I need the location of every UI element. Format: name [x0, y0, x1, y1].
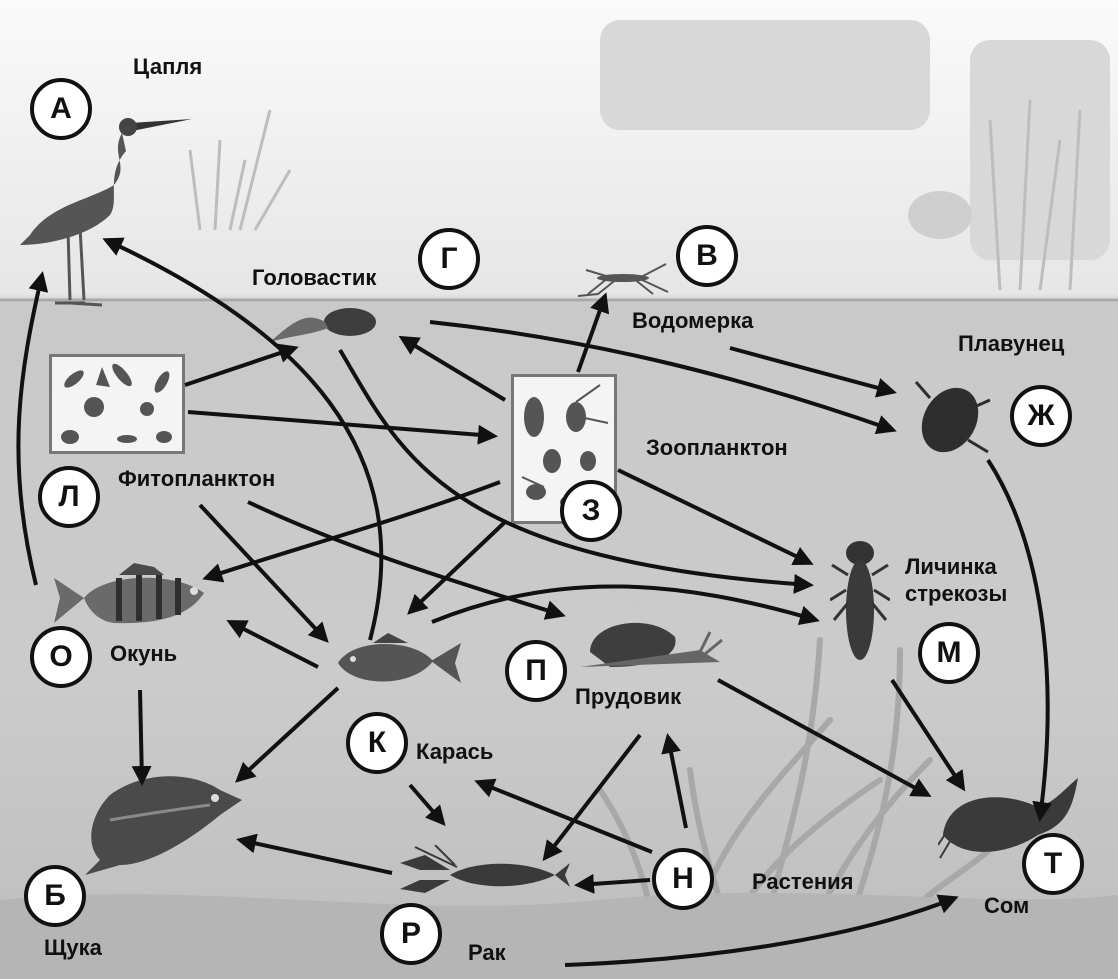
arrow-phytoplankton-to-tadpole [185, 348, 295, 385]
label-pond-snail: Прудовик [575, 683, 681, 710]
label-crayfish: Рак [468, 939, 506, 966]
letter-circle-n: Н [652, 848, 714, 910]
arrow-snail-to-catfish [718, 680, 928, 795]
arrow-diving-beetle-to-catfish [988, 460, 1048, 818]
label-plants: Растения [752, 868, 854, 895]
arrow-tadpole-to-diving-beetle [430, 322, 893, 430]
letter-circle-m: М [918, 622, 980, 684]
label-zooplankton: Зоопланктон [646, 434, 788, 461]
label-pike: Щука [44, 934, 102, 961]
arrow-zooplankton-to-tadpole [402, 338, 505, 400]
arrow-crucian-to-heron [106, 240, 381, 640]
arrow-perch-to-heron [18, 275, 42, 585]
label-dragonfly-larva: Личинка стрекозы [905, 553, 1030, 607]
label-catfish: Сом [984, 892, 1029, 919]
label-heron: Цапля [133, 53, 202, 80]
letter-circle-z: З [560, 480, 622, 542]
label-crucian: Карась [416, 738, 493, 765]
label-tadpole: Головастик [252, 264, 376, 291]
letter-circle-v: В [676, 225, 738, 287]
label-perch: Окунь [110, 640, 177, 667]
letter-circle-o: О [30, 626, 92, 688]
letter-circle-r: Р [380, 903, 442, 965]
letter-circle-a: А [30, 78, 92, 140]
arrow-crucian-to-perch [230, 622, 318, 667]
label-phytoplankton: Фитопланктон [118, 465, 275, 492]
letter-circle-l: Л [38, 466, 100, 528]
letter-circle-k: К [346, 712, 408, 774]
arrow-crucian-to-crayfish [410, 785, 443, 823]
arrow-plants-to-snail [668, 737, 686, 828]
arrow-zooplankton-to-dragonfly-larva [618, 470, 810, 563]
arrow-crayfish-to-pike [240, 840, 392, 873]
arrow-plants-to-catfish [565, 898, 955, 965]
label-diving-beetle: Плавунец [958, 330, 1064, 357]
arrow-perch-to-pike [140, 690, 142, 782]
letter-circle-t: Т [1022, 833, 1084, 895]
arrow-crucian-to-pike [238, 688, 338, 780]
letter-circle-p: П [505, 640, 567, 702]
letter-circle-zh: Ж [1010, 385, 1072, 447]
label-water-strider: Водомерка [632, 307, 753, 334]
letter-circle-g: Г [418, 228, 480, 290]
arrow-dragonfly-larva-to-catfish [892, 680, 963, 788]
arrow-zooplankton-to-perch [206, 482, 500, 578]
arrow-zooplankton-to-water-strider [578, 296, 605, 372]
arrow-plants-to-crucian [478, 782, 652, 852]
arrow-tadpole-to-dragonfly-larva [340, 350, 810, 585]
arrow-zooplankton-to-crucian [410, 522, 505, 612]
arrow-plants-to-crayfish [578, 880, 650, 885]
letter-circle-b: Б [24, 865, 86, 927]
